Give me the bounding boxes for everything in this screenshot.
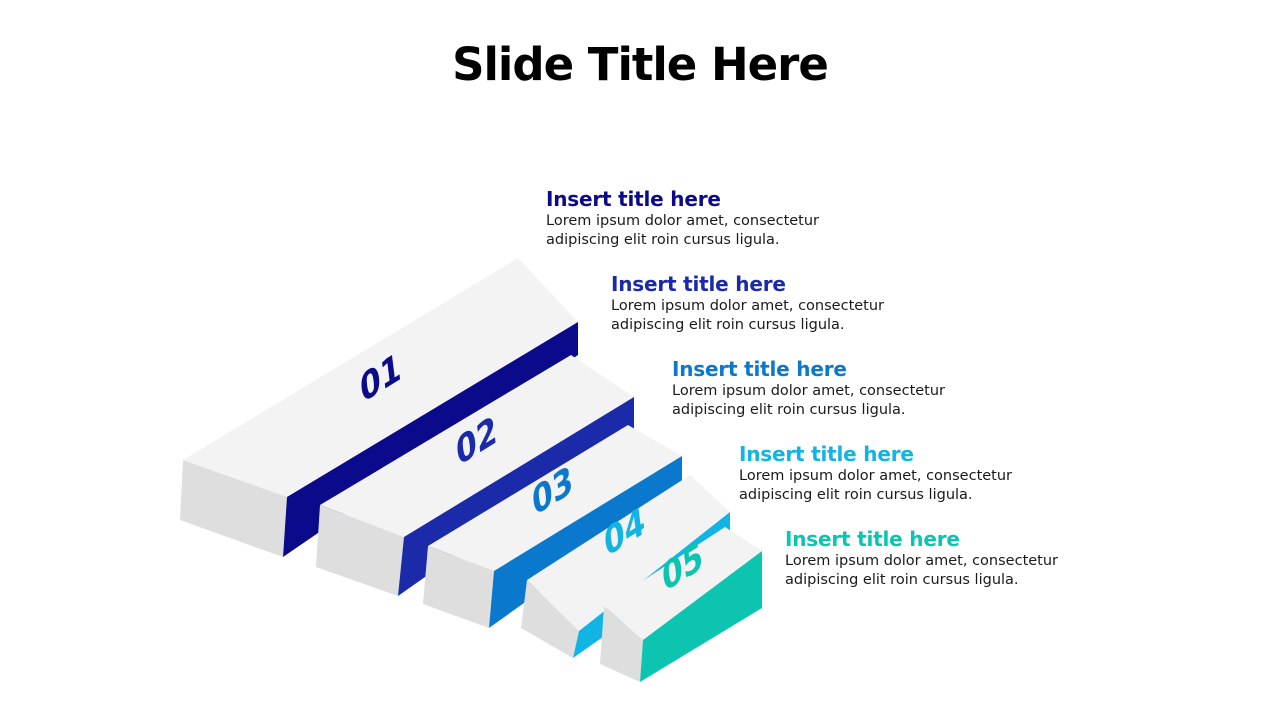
step-body-2: Lorem ipsum dolor amet, consectetur adip… <box>611 298 885 333</box>
step-block-5: 05 <box>600 527 762 682</box>
block-5-colored-face <box>640 551 762 682</box>
step-body-3: Lorem ipsum dolor amet, consectetur adip… <box>672 383 946 418</box>
block-4-top-face <box>527 475 730 631</box>
step-text-4: Insert title here Lorem ipsum dolor amet… <box>739 441 1099 505</box>
block-4-left-face <box>521 580 579 658</box>
step-title-3: Insert title here <box>672 357 847 381</box>
block-3-left-face <box>423 546 494 628</box>
block-3-top-face <box>428 425 682 571</box>
block-1-left-face <box>180 460 287 557</box>
step-text-1: Insert title here Lorem ipsum dolor amet… <box>546 186 906 250</box>
block-5-top-face <box>604 527 762 640</box>
block-2-top-face <box>320 355 634 537</box>
step-title-4: Insert title here <box>739 442 914 466</box>
step-title-2: Insert title here <box>611 272 786 296</box>
step-body-1: Lorem ipsum dolor amet, consectetur adip… <box>546 213 820 248</box>
step-title-5: Insert title here <box>785 527 960 551</box>
step-text-5: Insert title here Lorem ipsum dolor amet… <box>785 526 1145 590</box>
step-title-1: Insert title here <box>546 187 721 211</box>
slide-title: Slide Title Here <box>452 38 829 91</box>
step-body-5: Lorem ipsum dolor amet, consectetur adip… <box>785 553 1059 588</box>
step-text-2: Insert title here Lorem ipsum dolor amet… <box>611 271 971 335</box>
block-1-top-face <box>183 258 578 497</box>
block-5-left-face <box>600 606 643 682</box>
step-body-4: Lorem ipsum dolor amet, consectetur adip… <box>739 468 1013 503</box>
block-2-left-face <box>316 505 404 596</box>
step-text-3: Insert title here Lorem ipsum dolor amet… <box>672 356 1032 420</box>
